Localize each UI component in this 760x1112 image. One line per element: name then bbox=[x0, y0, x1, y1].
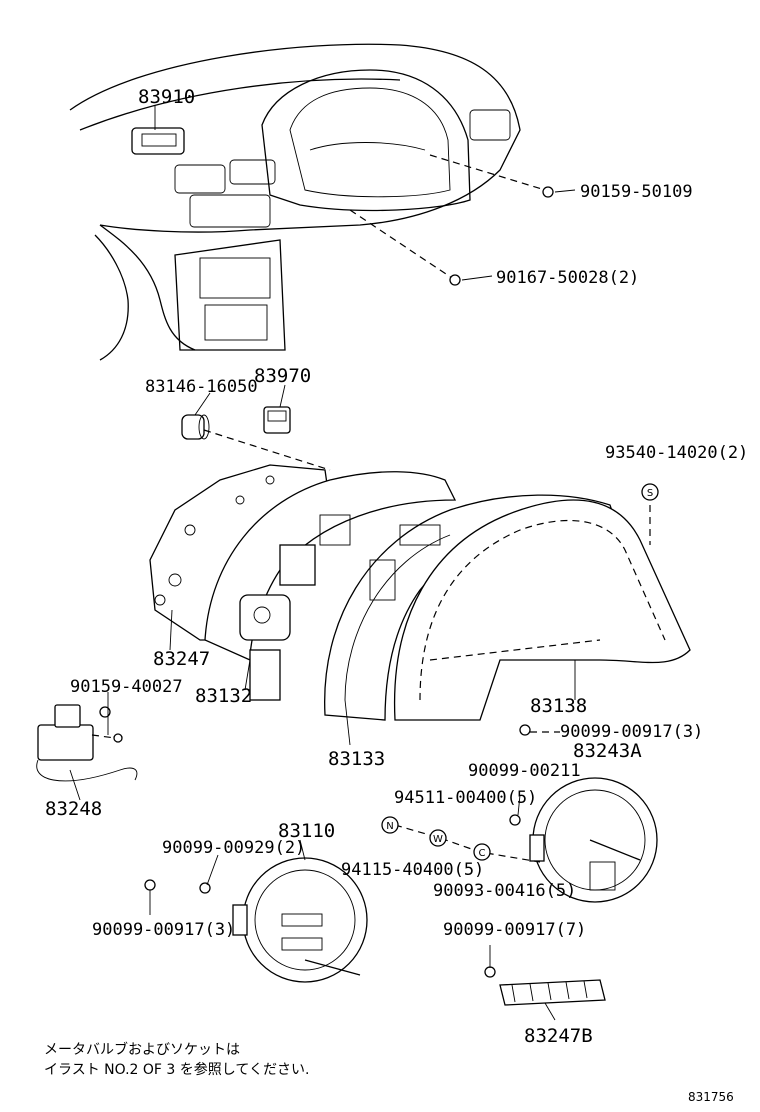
tachometer-83243A bbox=[519, 724, 658, 903]
leader-lines bbox=[69, 105, 576, 1021]
symbol-n: N bbox=[386, 821, 393, 832]
instrument-panel-drawing bbox=[69, 43, 554, 361]
meter-glass-83138 bbox=[393, 499, 691, 721]
document-id: 831756 bbox=[688, 1090, 734, 1104]
label-90099-00917-7: 90099-00917(7) bbox=[443, 920, 586, 940]
symbol-s-circle bbox=[641, 483, 659, 501]
speedometer-83110 bbox=[144, 857, 368, 983]
label-83243A: 83243A bbox=[573, 740, 642, 762]
reference-note-line-2: イラスト NO.2 OF 3 を参照してください. bbox=[44, 1062, 310, 1078]
label-83247: 83247 bbox=[153, 648, 210, 670]
bulb-and-socket bbox=[181, 406, 331, 471]
label-83132: 83132 bbox=[195, 685, 252, 707]
reference-note: メータバルブおよびソケットは イラスト NO.2 OF 3 を参照してください. bbox=[44, 1040, 309, 1080]
part-number-labels: 83910 90159-50109 90167-50028(2) 83146-1… bbox=[45, 86, 748, 1047]
symbol-n-circle bbox=[381, 816, 399, 834]
symbol-c: C bbox=[479, 848, 486, 859]
label-90167-50028: 90167-50028(2) bbox=[496, 268, 639, 288]
label-93540-14020: 93540-14020(2) bbox=[605, 443, 748, 463]
label-83970: 83970 bbox=[254, 365, 311, 387]
connector-83247B bbox=[484, 966, 606, 1006]
symbol-c-circle bbox=[473, 843, 491, 861]
meter-case-83133 bbox=[324, 494, 616, 721]
label-83910: 83910 bbox=[138, 86, 195, 108]
fastener-symbols: S N W C bbox=[381, 483, 659, 863]
reference-note-line-1: メータバルブおよびソケットは bbox=[44, 1042, 240, 1058]
label-90099-00917-left: 90099-00917(3) bbox=[92, 920, 235, 940]
symbol-w-circle bbox=[429, 829, 447, 847]
meter-case-83132 bbox=[204, 471, 457, 701]
label-94115-40400: 94115-40400(5) bbox=[341, 860, 484, 880]
label-83133: 83133 bbox=[328, 748, 385, 770]
label-83138: 83138 bbox=[530, 695, 587, 717]
symbol-w: W bbox=[433, 834, 443, 845]
label-90159-40027: 90159-40027 bbox=[70, 677, 183, 697]
symbol-s: S bbox=[647, 488, 653, 499]
label-90093-00416: 90093-00416(5) bbox=[433, 881, 576, 901]
label-90159-50109: 90159-50109 bbox=[580, 182, 693, 202]
label-90099-00917-3: 90099-00917(3) bbox=[560, 722, 703, 742]
label-83247B: 83247B bbox=[524, 1025, 593, 1047]
label-83248: 83248 bbox=[45, 798, 102, 820]
switch-83248 bbox=[36, 704, 138, 782]
label-90099-00211: 90099-00211 bbox=[468, 761, 581, 781]
label-94511-00400: 94511-00400(5) bbox=[394, 788, 537, 808]
label-83146-16050: 83146-16050 bbox=[145, 377, 258, 397]
label-83110: 83110 bbox=[278, 820, 335, 842]
label-90099-00929: 90099-00929(2) bbox=[162, 838, 305, 858]
